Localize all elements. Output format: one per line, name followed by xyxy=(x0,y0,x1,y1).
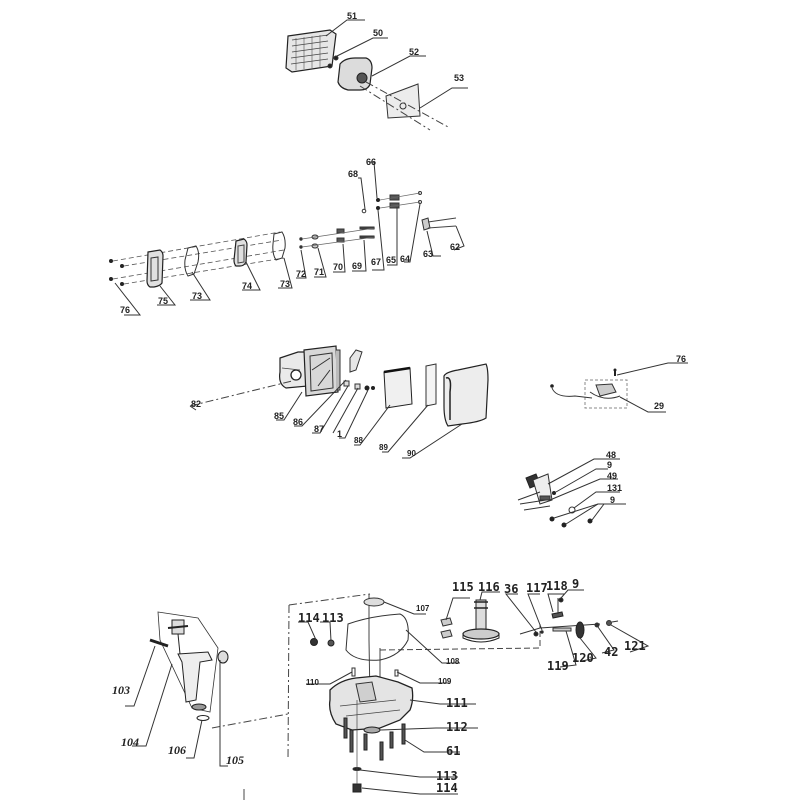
part-label-73-right: 73 xyxy=(280,279,291,289)
air-cleaner-group xyxy=(189,345,489,459)
part-label-109: 109 xyxy=(438,677,452,686)
part-label-62: 62 xyxy=(450,242,461,252)
part-label-87: 87 xyxy=(314,424,325,434)
part-label-105: 105 xyxy=(226,753,244,767)
part-label-116: 116 xyxy=(478,580,500,594)
muffler-group xyxy=(285,19,468,131)
part-label-66: 66 xyxy=(366,157,377,167)
throttle-bracket-group xyxy=(517,458,626,528)
bolt-icon xyxy=(333,55,339,61)
part-label-115: 115 xyxy=(452,580,474,594)
part-label-114-lower: 114 xyxy=(436,781,458,795)
part-label-70: 70 xyxy=(333,262,344,272)
part-label-88: 88 xyxy=(354,436,363,445)
part-label-76-manifold: 76 xyxy=(120,305,131,315)
part-label-131: 131 xyxy=(607,483,623,493)
part-label-89: 89 xyxy=(379,443,388,452)
camshaft-group xyxy=(440,589,650,668)
part-label-118: 118 xyxy=(546,579,568,593)
part-label-119: 119 xyxy=(547,659,569,673)
part-label-82: 82 xyxy=(191,399,202,409)
part-label-74: 74 xyxy=(242,281,253,291)
part-label-112: 112 xyxy=(446,720,468,734)
part-label-51: 51 xyxy=(347,11,358,21)
part-label-71: 71 xyxy=(314,267,325,277)
part-label-113-upper: 113 xyxy=(322,611,344,625)
part-label-113-lower: 113 xyxy=(436,769,458,783)
governor-link-group xyxy=(550,362,688,413)
part-label-103: 103 xyxy=(112,683,130,697)
part-label-9-cam: 9 xyxy=(572,577,580,591)
part-label-9-lower: 9 xyxy=(610,495,616,505)
part-label-65: 65 xyxy=(386,255,397,265)
part-label-49: 49 xyxy=(607,471,618,481)
crankcase-cover-group xyxy=(211,593,541,795)
part-label-85: 85 xyxy=(274,411,285,421)
part-label-73-left: 73 xyxy=(192,291,203,301)
part-label-104: 104 xyxy=(121,735,139,749)
intake-manifold-group xyxy=(109,161,465,316)
part-label-86: 86 xyxy=(293,417,304,427)
part-label-52: 52 xyxy=(409,47,420,57)
part-label-114-upper: 114 xyxy=(298,611,320,625)
part-label-1: 1 xyxy=(337,429,343,439)
part-label-48: 48 xyxy=(606,450,617,460)
part-label-110: 110 xyxy=(306,678,319,687)
part-label-121: 121 xyxy=(624,639,646,653)
part-label-90: 90 xyxy=(407,449,416,458)
part-label-29: 29 xyxy=(654,401,665,411)
part-label-75: 75 xyxy=(158,296,169,306)
part-label-9-upper: 9 xyxy=(607,460,613,470)
part-label-117: 117 xyxy=(526,581,548,595)
part-label-61: 61 xyxy=(446,744,461,758)
part-label-63: 63 xyxy=(423,249,434,259)
part-label-68: 68 xyxy=(348,169,359,179)
part-label-108: 108 xyxy=(446,657,460,666)
oil-filler-group xyxy=(125,611,229,767)
part-label-106: 106 xyxy=(168,743,186,757)
part-label-72: 72 xyxy=(296,269,307,279)
part-label-36: 36 xyxy=(504,582,519,596)
part-label-76-link: 76 xyxy=(676,354,687,364)
part-label-67: 67 xyxy=(371,257,382,267)
part-label-69: 69 xyxy=(352,261,363,271)
part-label-107: 107 xyxy=(416,604,430,613)
part-label-42: 42 xyxy=(604,645,619,659)
part-label-64: 64 xyxy=(400,254,411,264)
muffler-body xyxy=(337,57,373,91)
part-label-53: 53 xyxy=(454,73,465,83)
bolt-icon xyxy=(327,63,333,69)
part-label-50: 50 xyxy=(373,28,384,38)
part-label-120: 120 xyxy=(572,651,594,665)
part-label-111: 111 xyxy=(446,696,468,710)
